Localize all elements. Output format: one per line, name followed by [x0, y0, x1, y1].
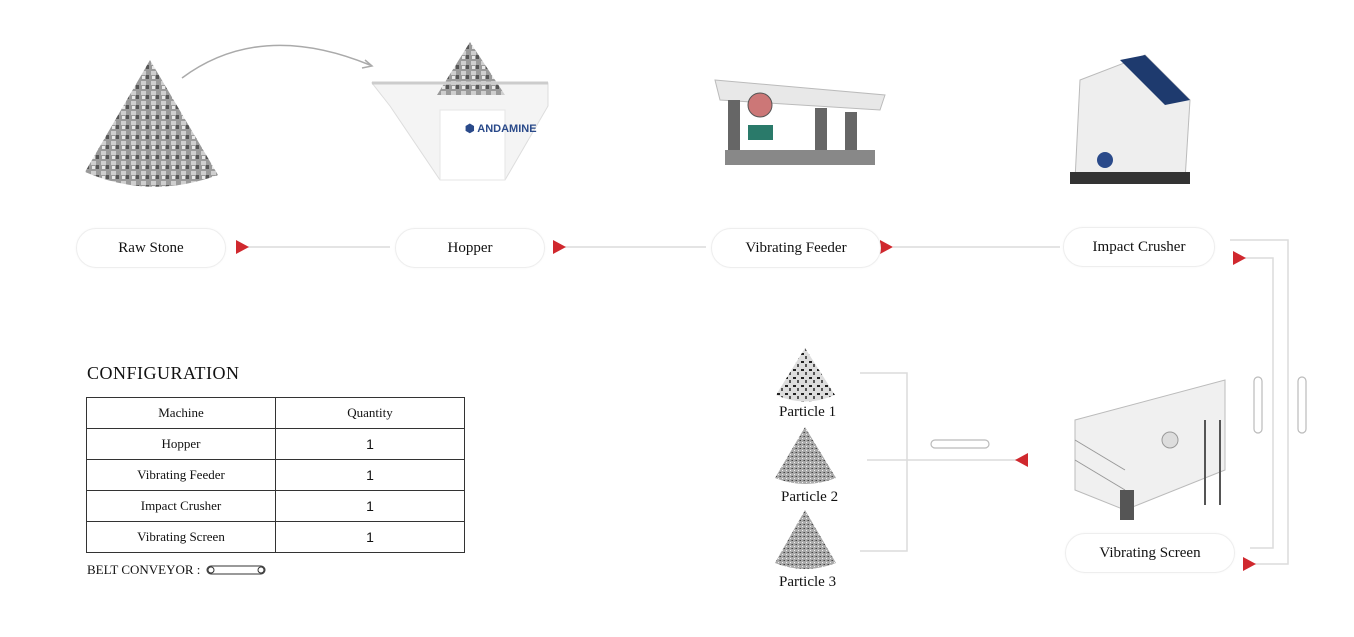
- header-machine: Machine: [86, 397, 276, 429]
- quantity-cell: 1: [275, 490, 465, 522]
- node-impact-crusher[interactable]: Impact Crusher: [1063, 227, 1215, 267]
- configuration-title: CONFIGURATION: [87, 363, 240, 383]
- vibrating-screen-image: [1074, 379, 1226, 520]
- particle-label: Particle 1: [779, 404, 837, 420]
- particle-label: Particle 3: [779, 574, 837, 590]
- brand-logo: ⬢ ANDAMINE: [465, 123, 537, 135]
- arrow-icon: [1233, 251, 1246, 265]
- belt-conveyor-icon: [206, 565, 266, 575]
- machine-cell: Vibrating Feeder: [86, 459, 276, 491]
- impact-crusher-image: [1070, 54, 1191, 184]
- machine-cell: Hopper: [86, 428, 276, 460]
- flow-arrows: [236, 240, 1256, 571]
- raw-stone-image: [85, 60, 218, 187]
- arrow-icon: [553, 240, 566, 254]
- curved-arrow: [181, 44, 371, 79]
- arrow-icon: [236, 240, 249, 254]
- node-raw-stone[interactable]: Raw Stone: [76, 228, 226, 268]
- belt-conveyor-label: BELT CONVEYOR :: [87, 562, 201, 577]
- particle-1-image: [776, 348, 835, 402]
- vibrating-feeder-image: [714, 79, 886, 165]
- particle-label: Particle 2: [781, 489, 839, 505]
- belt-conveyor-legend: BELT CONVEYOR :: [87, 562, 268, 578]
- machine-cell: Vibrating Screen: [86, 521, 276, 553]
- quantity-cell: 1: [275, 521, 465, 553]
- particle-3-image: [775, 510, 836, 569]
- quantity-cell: 1: [275, 428, 465, 460]
- node-vibrating-screen[interactable]: Vibrating Screen: [1065, 533, 1235, 573]
- belt-conveyor-icons: [930, 376, 1307, 449]
- quantity-cell: 1: [275, 459, 465, 491]
- header-quantity: Quantity: [275, 397, 465, 429]
- node-hopper[interactable]: Hopper: [395, 228, 545, 268]
- arrow-icon: [880, 240, 893, 254]
- arrow-icon: [1015, 453, 1028, 467]
- arrow-icon: [1243, 557, 1256, 571]
- machine-cell: Impact Crusher: [86, 490, 276, 522]
- particle-2-image: [775, 427, 836, 484]
- hopper-image: [370, 42, 549, 181]
- node-vibrating-feeder[interactable]: Vibrating Feeder: [711, 228, 881, 268]
